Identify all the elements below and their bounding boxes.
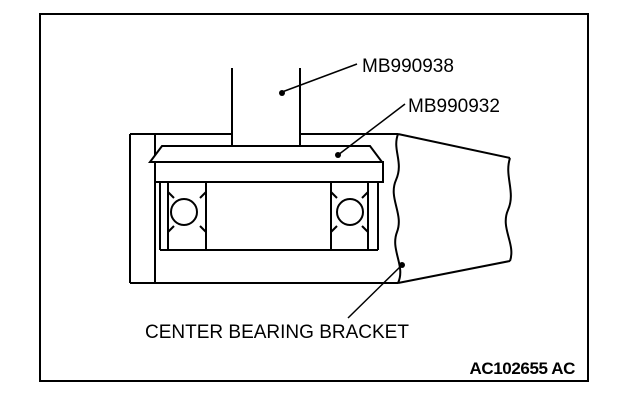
bearing-ball-left	[167, 182, 207, 250]
leader-mb990932	[335, 103, 406, 158]
leader-bracket	[347, 262, 405, 319]
bearing-ball-right	[330, 182, 369, 250]
label-mb990938: MB990938	[362, 56, 454, 77]
label-mb990932: MB990932	[408, 96, 500, 117]
figure-border	[39, 13, 589, 382]
leader-mb990938	[279, 63, 358, 96]
label-center-bearing-bracket: CENTER BEARING BRACKET	[145, 322, 409, 343]
bearing-outer-race	[154, 161, 384, 251]
bracket-extension	[392, 133, 513, 284]
figure-id: AC102655 AC	[469, 359, 575, 378]
tool-mb990938	[231, 68, 301, 146]
